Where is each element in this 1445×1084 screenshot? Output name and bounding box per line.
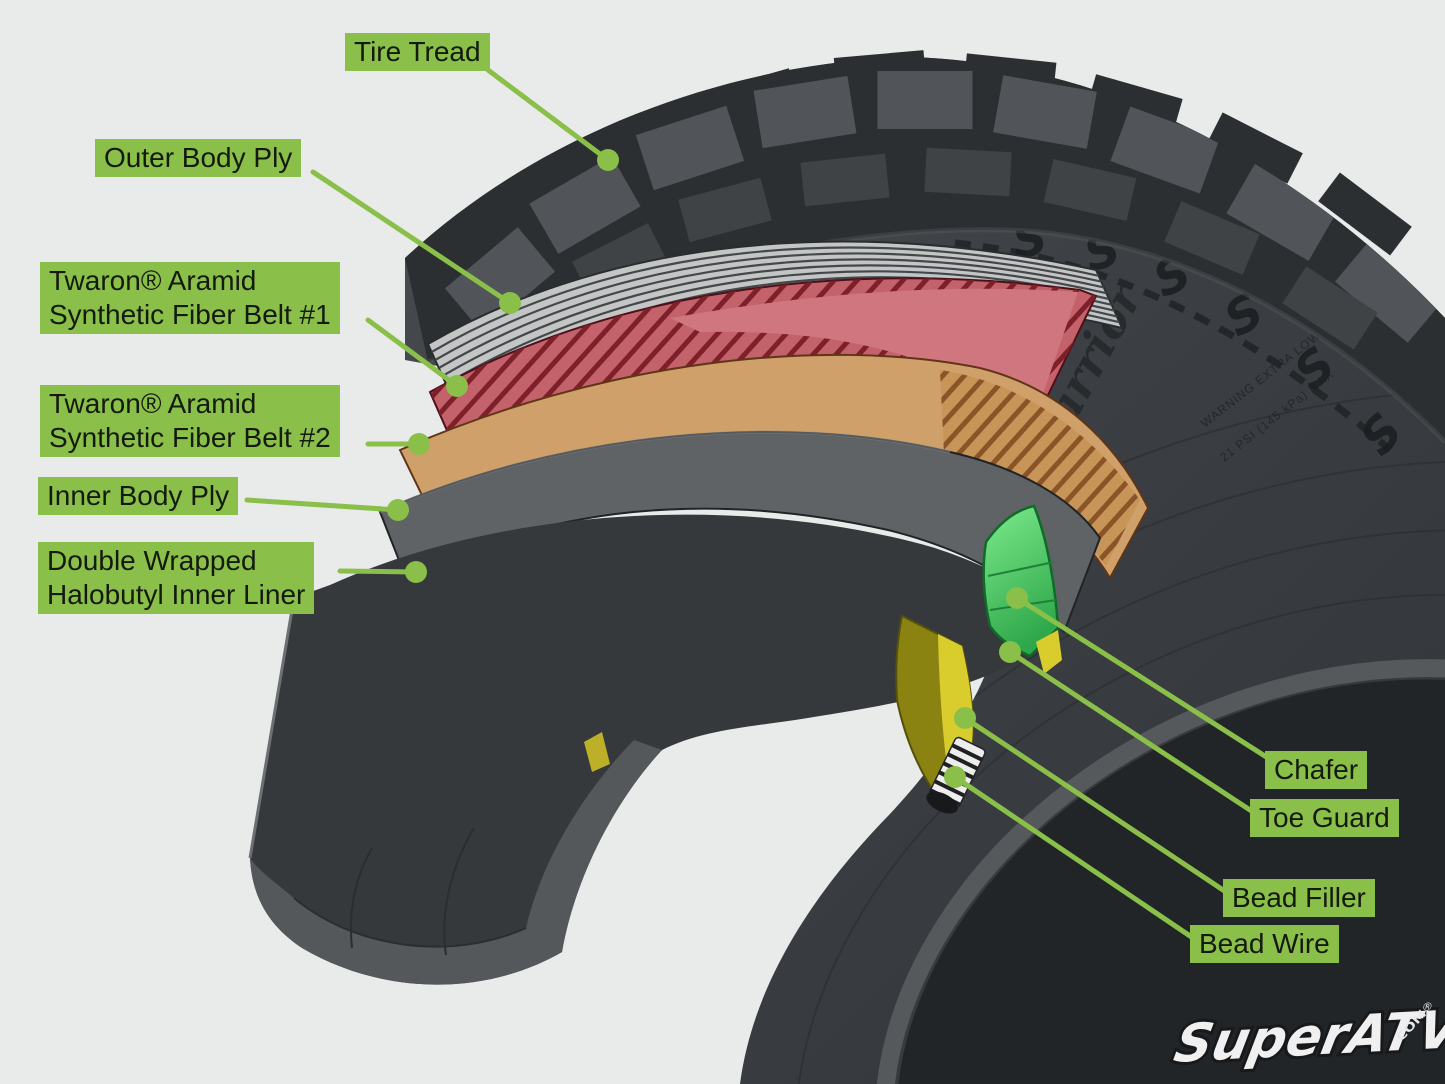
leader-bead-wire	[952, 774, 1196, 941]
callout-text: Synthetic Fiber Belt #2	[49, 422, 331, 453]
far-bead-filler-sliver	[584, 732, 610, 772]
leader-inner-liner	[337, 568, 419, 575]
callout-text: Twaron® Aramid	[49, 388, 257, 419]
callout-text: Bead Filler	[1232, 882, 1366, 913]
callout-text: Chafer	[1274, 754, 1359, 785]
dot-outer-body-ply	[499, 292, 521, 314]
tire-tread-band	[405, 50, 1445, 444]
callout-text: Twaron® Aramid	[49, 265, 257, 296]
ply-stripe	[438, 258, 1105, 369]
callout-inner-body-ply: Inner Body Ply	[38, 477, 239, 515]
callout-bead-wire: Bead Wire	[1190, 925, 1339, 963]
leader-outer-body-ply	[310, 169, 513, 306]
dot-inner-liner	[405, 561, 427, 583]
callout-toe-guard: Toe Guard	[1250, 799, 1399, 837]
rim-hole	[896, 679, 1445, 1084]
tread-block	[1207, 112, 1303, 184]
inner-liner-layer	[248, 514, 1048, 985]
superatv-logo-reg-mark: ®	[1421, 1000, 1434, 1014]
bead-area	[584, 504, 1062, 814]
ply-stripe	[431, 246, 1099, 353]
callout-text: Inner Body Ply	[47, 480, 230, 511]
dot-chafer	[1006, 587, 1028, 609]
dot-inner-body-ply	[387, 499, 409, 521]
callout-text: Halobutyl Inner Liner	[47, 579, 306, 610]
leader-toe-guard	[1007, 649, 1256, 815]
sidewall-contour	[716, 529, 1445, 1084]
cutaway-layers	[248, 240, 1150, 985]
tread-block	[1318, 172, 1412, 256]
callout-text: Bead Wire	[1199, 928, 1330, 959]
dot-tire-tread	[597, 149, 619, 171]
callout-text: Toe Guard	[1259, 802, 1390, 833]
dot-bead-wire	[944, 766, 966, 788]
callout-bead-filler: Bead Filler	[1223, 879, 1375, 917]
dot-bead-filler	[954, 707, 976, 729]
dot-belt-2	[408, 433, 430, 455]
sidewall-contour	[793, 593, 1445, 1084]
inner-liner-underside	[250, 740, 662, 985]
callout-tire-tread: Tire Tread	[345, 33, 490, 71]
callout-text: Outer Body Ply	[104, 142, 293, 173]
inner-body-ply-layer	[378, 430, 1102, 635]
dot-belt-1	[446, 375, 468, 397]
callout-text: Double Wrapped	[47, 545, 257, 576]
leader-bead-filler	[962, 715, 1229, 895]
ply-stripe	[441, 264, 1107, 377]
ply-stripe	[434, 252, 1102, 361]
callout-outer-body-ply: Outer Body Ply	[95, 139, 302, 177]
callout-text: Synthetic Fiber Belt #1	[49, 299, 331, 330]
belt2-layer	[398, 353, 1150, 581]
bead-lip-ring	[874, 659, 1445, 1084]
chafer-patch	[982, 504, 1060, 658]
leader-inner-body-ply	[244, 497, 401, 513]
shoulder-sipes	[954, 239, 1393, 453]
dot-toe-guard	[999, 641, 1021, 663]
callout-text: Tire Tread	[354, 36, 481, 67]
leader-tire-tread	[485, 67, 611, 163]
leader-chafer	[1014, 595, 1271, 761]
callout-leaders	[244, 67, 1271, 941]
tread-block-faces	[444, 71, 1445, 379]
ply-stripe	[445, 270, 1110, 385]
leader-belt-1	[365, 317, 460, 389]
toe-guard-edge	[1036, 630, 1062, 674]
callout-chafer: Chafer	[1265, 751, 1368, 789]
